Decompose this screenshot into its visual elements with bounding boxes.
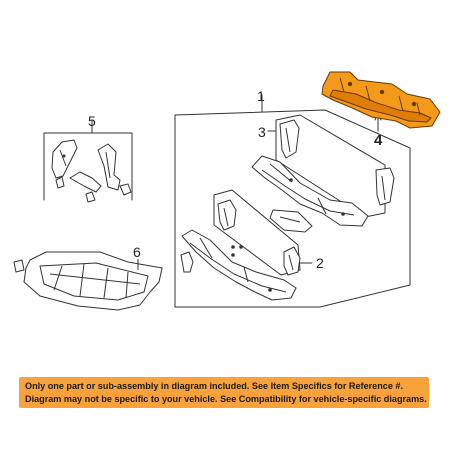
notice-banner: Only one part or sub-assembly in diagram…: [19, 377, 429, 408]
radiator-support-part-4: [321, 71, 441, 129]
sub-assembly-3-box: [275, 114, 386, 218]
callout-3: 3: [258, 124, 266, 140]
assembly-box: [174, 109, 411, 308]
callout-6: 6: [133, 244, 141, 260]
sub-assembly-2-box: [213, 189, 301, 276]
bracket-group-box: [43, 120, 133, 201]
notice-line-2: Diagram may not be specific to your vehi…: [25, 394, 427, 404]
callout-2: 2: [316, 255, 324, 271]
skid-plate-part-6: [13, 251, 163, 311]
brackets-part-5: [51, 139, 132, 203]
exploded-parts-diagram: 1 2 3 4 5 6: [13, 71, 441, 311]
lower-radiator-support: [180, 229, 297, 301]
lower-cross-member-3: [251, 119, 395, 227]
callout-5: 5: [88, 113, 96, 129]
callout-4: 4: [374, 132, 383, 149]
callout-1: 1: [257, 88, 265, 104]
tie-bar-brackets-2: [217, 199, 313, 276]
notice-line-1: Only one part or sub-assembly in diagram…: [25, 381, 404, 391]
